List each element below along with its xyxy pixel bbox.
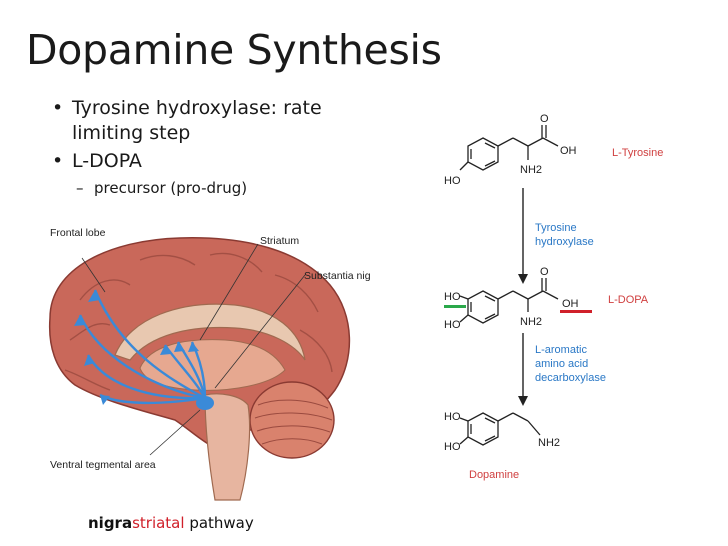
tyrosine-nh2: NH2 xyxy=(520,164,542,176)
page-title: Dopamine Synthesis xyxy=(26,26,442,74)
dopamine-name: Dopamine xyxy=(469,469,519,481)
reaction-arrowhead-2 xyxy=(518,396,528,406)
caption-striatal: striatal xyxy=(132,514,185,532)
ldopa-ho-bottom: HO xyxy=(444,319,461,331)
ldopa-oh: OH xyxy=(562,298,579,310)
thalamus xyxy=(139,339,286,391)
sub-bullet-precursor: precursor (pro-drug) xyxy=(52,178,352,198)
bullet-ldopa: L-DOPA xyxy=(52,149,352,174)
cerebellum-folia xyxy=(254,399,333,445)
corpus-callosum xyxy=(114,303,306,361)
caption-pathway: pathway xyxy=(184,514,254,532)
hydroxyl-highlight xyxy=(444,305,466,308)
vta-label: Ventral tegmental area xyxy=(50,459,156,471)
carboxyl-highlight xyxy=(560,310,592,313)
label-leaders xyxy=(81,243,306,456)
ldopa-o: O xyxy=(540,266,549,278)
ldopa-nh2: NH2 xyxy=(520,316,542,328)
reaction-arrowhead-1 xyxy=(518,274,528,284)
tyrosine-ho: HO xyxy=(444,175,461,187)
vta-nucleus xyxy=(196,396,214,410)
striatum-label: Striatum xyxy=(260,235,299,247)
bullet-tyrosine-hydroxylase: Tyrosine hydroxylase: rate limiting step xyxy=(52,96,352,146)
brainstem xyxy=(204,393,251,501)
bullet-list: Tyrosine hydroxylase: rate limiting step… xyxy=(52,96,352,198)
ldopa-name: L-DOPA xyxy=(608,294,649,306)
pathway-caption: nigrastriatal pathway xyxy=(88,514,254,532)
dopamine-nh2: NH2 xyxy=(538,437,560,449)
tyrosine-name: L-Tyrosine xyxy=(612,147,663,159)
tyrosine-oh: OH xyxy=(560,145,577,157)
frontal-lobe-label: Frontal lobe xyxy=(50,227,106,239)
pathway-arrowheads xyxy=(74,290,199,405)
dopamine-ho-bottom: HO xyxy=(444,441,461,453)
tyrosine-o: O xyxy=(540,113,549,125)
caption-nigra: nigra xyxy=(88,514,133,532)
cortex-gyri xyxy=(64,252,333,404)
substantia-nigra-label: Substantia nigra xyxy=(304,270,370,282)
ldopa-structure xyxy=(459,278,559,324)
ldopa-ho-top: HO xyxy=(444,291,461,303)
tyrosine-structure xyxy=(459,125,559,171)
dopamine-structure xyxy=(459,412,541,446)
dopamine-ho-top: HO xyxy=(444,411,461,423)
brain-illustration: Frontal lobe Striatum Substantia nigra V… xyxy=(48,227,370,501)
cerebellum xyxy=(249,381,335,459)
